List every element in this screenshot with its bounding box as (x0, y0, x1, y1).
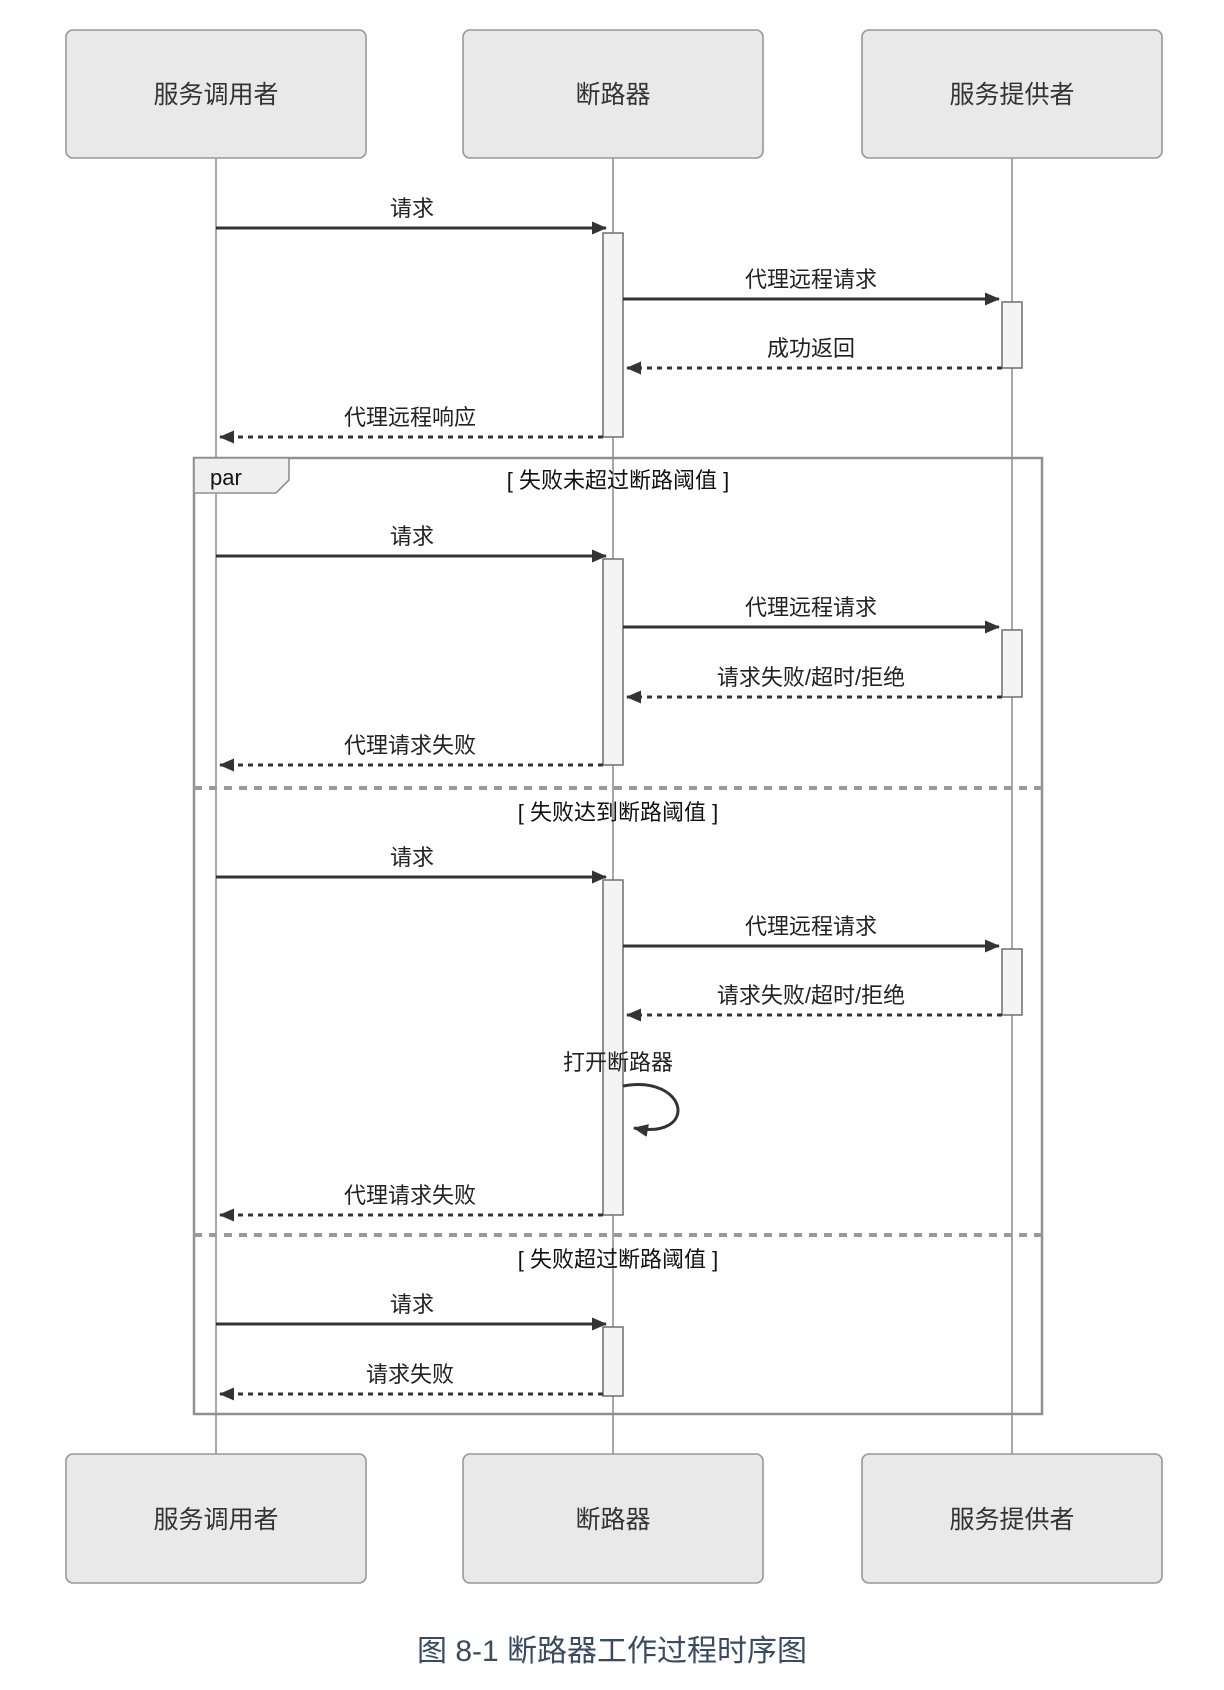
message-label-11: 请求失败/超时/拒绝 (717, 983, 905, 1008)
self-loop-arrow-open-breaker (622, 1083, 680, 1137)
message-label-10: 代理远程请求 (745, 914, 877, 939)
activation-breaker-4 (602, 1326, 624, 1397)
message-label-5: 请求 (390, 524, 434, 549)
activation-provider-3 (1001, 948, 1023, 1016)
actor-box-bottom-caller (65, 1453, 367, 1584)
activation-breaker-2 (602, 558, 624, 766)
message-label-1: 请求 (390, 196, 434, 221)
activation-provider-1 (1001, 301, 1023, 369)
actor-box-bottom-provider (861, 1453, 1163, 1584)
message-label-14: 请求 (390, 1292, 434, 1317)
message-label-7: 请求失败/超时/拒绝 (717, 665, 905, 690)
message-label-8: 代理请求失败 (344, 733, 476, 758)
actor-label-bottom-provider: 服务提供者 (949, 1506, 1074, 1534)
par-fragment-tab (193, 457, 290, 494)
actor-label-top-provider: 服务提供者 (949, 81, 1074, 109)
guard-label-1: [ 失败未超过断路阈值 ] (507, 468, 729, 493)
actor-label-top-caller: 服务调用者 (153, 81, 278, 109)
par-operator-label: par (210, 465, 242, 490)
par-fragment-frame (192, 456, 1044, 1416)
message-label-9: 请求 (390, 845, 434, 870)
message-label-13: 代理请求失败 (344, 1183, 476, 1208)
figure-caption: 图 8-1 断路器工作过程时序图 (417, 1635, 807, 1668)
actor-label-bottom-breaker: 断路器 (575, 1506, 650, 1534)
guard-label-2: [ 失败达到断路阈值 ] (518, 800, 718, 825)
actor-box-top-provider (861, 29, 1163, 159)
activation-breaker-3 (602, 879, 624, 1216)
activation-provider-2 (1001, 629, 1023, 698)
message-label-3: 成功返回 (767, 336, 855, 361)
actor-label-top-breaker: 断路器 (575, 81, 650, 109)
message-label-6: 代理远程请求 (745, 595, 877, 620)
message-label-12: 打开断路器 (563, 1050, 673, 1075)
message-label-4: 代理远程响应 (344, 405, 476, 430)
message-label-15: 请求失败 (366, 1362, 454, 1387)
actor-box-top-caller (65, 29, 367, 159)
actor-box-bottom-breaker (462, 1453, 764, 1584)
activation-breaker-1 (602, 232, 624, 438)
message-label-2: 代理远程请求 (745, 267, 877, 292)
guard-label-3: [ 失败超过断路阈值 ] (518, 1247, 718, 1272)
actor-label-bottom-caller: 服务调用者 (153, 1506, 278, 1534)
actor-box-top-breaker (462, 29, 764, 159)
